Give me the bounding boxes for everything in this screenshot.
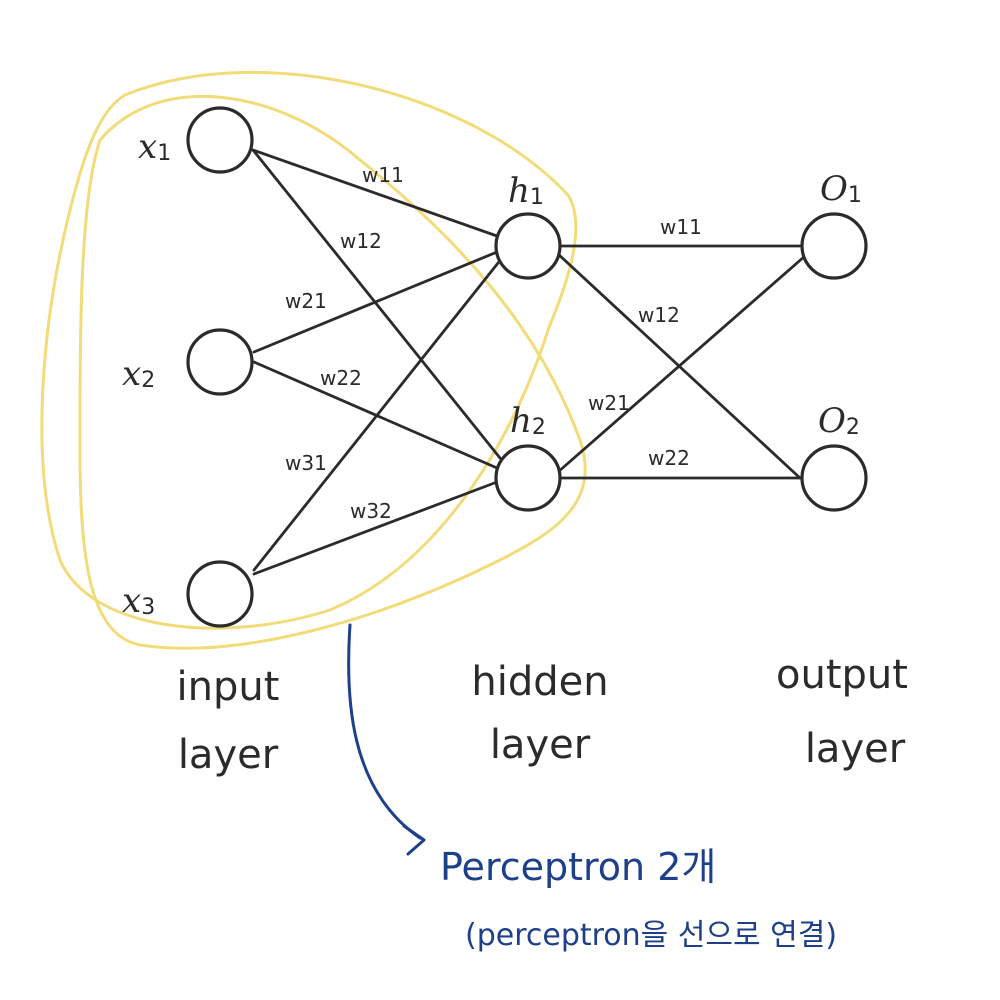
perceptron-group-h2-outline <box>78 94 587 650</box>
node-x3-label: x3 <box>122 581 155 621</box>
node-o2-label: O2 <box>818 401 860 441</box>
node-o2 <box>800 444 868 512</box>
hidden-layer-label-line1: hidden <box>471 659 608 705</box>
weight-label-w32-input: w32 <box>350 499 392 523</box>
perceptron-group-h1-outline <box>40 71 578 630</box>
node-x3 <box>186 560 254 628</box>
weight-label-w22-input: w22 <box>320 366 362 390</box>
output-layer-label-line1: output <box>776 652 908 698</box>
input-layer-label-line2: layer <box>178 732 279 778</box>
weight-label-w12-input: w12 <box>340 229 382 253</box>
node-o1-label: O1 <box>820 169 862 209</box>
weight-label-w11-output: w11 <box>660 215 702 239</box>
node-h1 <box>494 212 562 280</box>
edge-h2-o1 <box>556 254 807 474</box>
annotation-arrowhead-icon <box>402 824 426 856</box>
node-h2 <box>494 444 562 512</box>
annotation-subtitle: (perceptron을 선으로 연결) <box>465 918 837 953</box>
weight-label-w21-output: w21 <box>588 391 630 415</box>
node-x2-label: x2 <box>122 354 155 394</box>
edge-x2-h1 <box>252 250 499 354</box>
edge-x3-h2 <box>252 480 499 576</box>
node-x1 <box>186 106 254 174</box>
hidden-layer-label-line2: layer <box>490 722 591 768</box>
edge-x1-h2 <box>251 148 502 460</box>
weight-label-w12-output: w12 <box>638 303 680 327</box>
node-x1-label: x1 <box>138 127 171 167</box>
edge-x1-h1 <box>251 148 499 238</box>
node-o1 <box>800 212 868 280</box>
node-x2 <box>186 328 254 396</box>
input-layer-label-line1: input <box>177 664 280 710</box>
annotation-arrow <box>347 623 422 840</box>
node-h2-label: h2 <box>510 401 546 441</box>
weight-label-w31-input: w31 <box>285 451 327 475</box>
weight-label-w21-input: w21 <box>285 289 327 313</box>
node-h1-label: h1 <box>508 171 544 211</box>
weight-label-w22-output: w22 <box>648 446 690 470</box>
weight-label-w11-input: w11 <box>362 163 404 187</box>
output-layer-label-line2: layer <box>805 726 906 772</box>
annotation-title: Perceptron 2개 <box>440 845 716 889</box>
edge-x3-h1 <box>252 256 504 572</box>
